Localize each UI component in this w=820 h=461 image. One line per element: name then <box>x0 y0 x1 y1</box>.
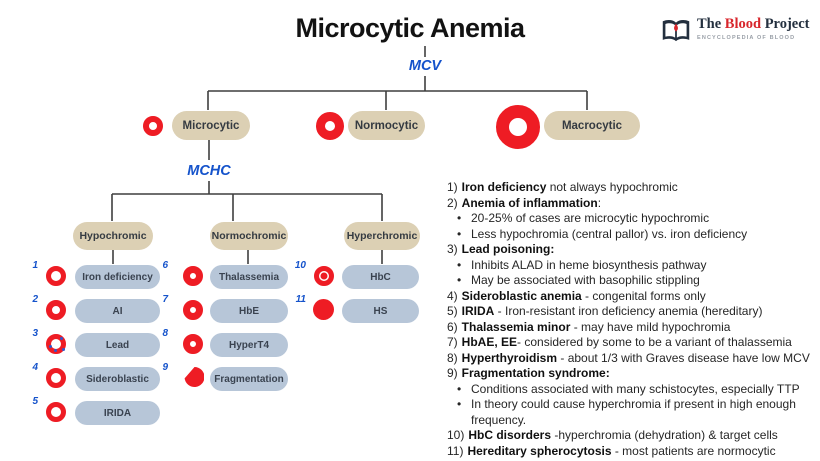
open-book-icon <box>661 16 691 51</box>
note-line: 8)Hyperthyroidism - about 1/3 with Grave… <box>447 350 810 365</box>
note-line: 10)HbC disorders -hyperchromia (dehydrat… <box>447 428 778 442</box>
item-number: 1 <box>32 260 38 271</box>
node-lead: Lead <box>75 333 160 357</box>
notes-panel: 1)Iron deficiency not always hypochromic… <box>447 180 819 459</box>
note-line: 7)HbAE, EE- considered by some to be a v… <box>447 335 792 349</box>
hypochromic-rbc-icon <box>46 368 66 388</box>
normochromic-rbc-icon <box>183 300 203 320</box>
item-number: 6 <box>162 260 168 271</box>
normochromic-rbc-icon <box>183 334 203 354</box>
logo-word-blood: Blood <box>724 16 762 32</box>
item-number: 7 <box>162 294 168 305</box>
item-number: 2 <box>32 294 38 305</box>
hypochromic-rbc-icon <box>46 402 66 422</box>
node-hbe: HbE <box>210 299 288 323</box>
node-thalassemia: Thalassemia <box>210 265 288 289</box>
node-fragmentation: Fragmentation <box>210 367 288 391</box>
note-line: 2)Anemia of inflammation: <box>447 195 602 210</box>
mildly-hypochromic-rbc-icon <box>46 300 66 320</box>
node-hyperchromic: Hyperchromic <box>344 222 420 250</box>
item-number: 11 <box>295 294 306 305</box>
logo-word-the: The <box>697 16 722 32</box>
note-bullet: •Inhibits ALAD in heme biosynthesis path… <box>457 257 707 272</box>
logo-text: The Blood Project ENCYCLOPEDIA OF BLOOD <box>697 16 810 41</box>
note-bullet: •Conditions associated with many schisto… <box>457 381 800 396</box>
hypochromic-rbc-icon <box>46 266 66 286</box>
basophilic-stippled-rbc-icon <box>46 334 66 354</box>
blood-project-logo: The Blood Project ENCYCLOPEDIA OF BLOOD <box>661 16 810 51</box>
item-number: 5 <box>32 396 38 407</box>
item-number: 10 <box>294 260 306 271</box>
note-line: 9)Fragmentation syndrome: <box>447 366 610 380</box>
mchc-label: MCHC <box>187 163 231 179</box>
note-line: 5)IRIDA - Iron-resistant iron deficiency… <box>447 304 763 318</box>
node-normocytic: Normocytic <box>348 111 425 140</box>
node-hs: HS <box>342 299 419 323</box>
note-line: 3)Lead poisoning: <box>447 242 555 256</box>
large-macrocyte-rbc-icon <box>496 105 540 149</box>
node-sideroblastic: Sideroblastic <box>75 367 160 391</box>
node-normochromic: Normochromic <box>210 222 288 250</box>
node-ai: AI <box>75 299 160 323</box>
mcv-label: MCV <box>408 58 442 74</box>
node-hypert4: HyperT4 <box>210 333 288 357</box>
logo-word-project: Project <box>764 16 810 32</box>
page-title: Microcytic Anemia <box>295 13 525 43</box>
item-number: 3 <box>32 328 38 339</box>
note-bullet: •May be associated with basophilic stipp… <box>457 273 700 287</box>
schistocyte-fragment-icon <box>182 366 205 393</box>
logo-wordmark: The Blood Project <box>697 16 810 33</box>
item-number: 8 <box>162 328 168 339</box>
note-line: 1)Iron deficiency not always hypochromic <box>447 180 678 194</box>
item-number: 9 <box>162 362 168 373</box>
node-hypochromic: Hypochromic <box>73 222 153 250</box>
logo-tagline: ENCYCLOPEDIA OF BLOOD <box>697 35 796 41</box>
spherocyte-icon <box>313 299 334 320</box>
note-line: 6)Thalassemia minor - may have mild hypo… <box>447 319 731 334</box>
node-macrocytic: Macrocytic <box>544 111 640 140</box>
note-line: 11)Hereditary spherocytosis - most patie… <box>447 443 776 458</box>
node-irida: IRIDA <box>75 401 160 425</box>
note-line: 4)Sideroblastic anemia - congenital form… <box>447 288 706 303</box>
node-microcytic: Microcytic <box>172 111 250 140</box>
item-number: 4 <box>32 362 38 373</box>
node-hbc: HbC <box>342 265 419 289</box>
node-iron-deficiency: Iron deficiency <box>75 265 160 289</box>
normochromic-rbc-icon <box>183 266 203 286</box>
small-microcyte-rbc-icon <box>143 116 163 136</box>
normal-size-rbc-icon <box>316 112 344 140</box>
note-bullet: •Less hypochromia (central pallor) vs. i… <box>457 226 748 241</box>
note-bullet: •20-25% of cases are microcytic hypochro… <box>457 211 710 225</box>
note-bullet: •In theory could cause hyperchromia if p… <box>457 397 796 427</box>
target-cell-icon <box>314 266 334 286</box>
